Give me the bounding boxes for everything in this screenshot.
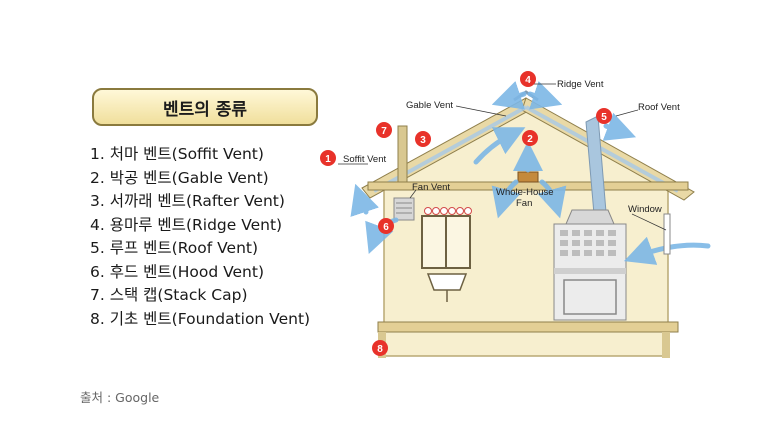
label-soffit-vent: Soffit Vent xyxy=(343,154,386,165)
list-item: 4. 용마루 벤트(Ridge Vent) xyxy=(90,215,283,234)
svg-text:2: 2 xyxy=(527,134,533,145)
badge-6: 6 xyxy=(378,218,394,234)
svg-text:1: 1 xyxy=(325,154,331,165)
label-whole-house-fan-2: Fan xyxy=(516,198,532,209)
list-item: 3. 서까래 벤트(Rafter Vent) xyxy=(90,192,285,210)
badge-8: 8 xyxy=(372,340,388,356)
list-item: 1. 처마 벤트(Soffit Vent) xyxy=(90,145,264,163)
house-ventilation-diagram: Ridge Vent Gable Vent Roof Vent Soffit V… xyxy=(320,71,711,358)
list-item: 7. 스택 캡(Stack Cap) xyxy=(90,286,248,304)
list-item: 5. 루프 벤트(Roof Vent) xyxy=(90,239,259,257)
svg-text:7: 7 xyxy=(381,126,387,137)
stove-grill xyxy=(560,230,616,256)
list-item: 2. 박공 벤트(Gable Vent) xyxy=(90,168,269,187)
exterior-window xyxy=(663,213,671,255)
svg-text:8: 8 xyxy=(377,344,383,355)
whole-house-fan xyxy=(517,171,539,183)
section-title: 벤트의 종류 xyxy=(92,88,318,126)
vent-type-list: 1. 처마 벤트(Soffit Vent) 2. 박공 벤트(Gable Ven… xyxy=(90,143,310,331)
tile-strip xyxy=(424,207,472,215)
badge-1: 1 xyxy=(320,150,336,166)
sink xyxy=(426,273,468,291)
stack-pipe xyxy=(397,125,408,183)
floor-joist xyxy=(377,321,679,333)
badge-3: 3 xyxy=(415,131,431,147)
label-window: Window xyxy=(628,204,662,215)
list-item: 8. 기초 벤트(Foundation Vent) xyxy=(90,309,311,328)
list-item: 6. 후드 벤트(Hood Vent) xyxy=(90,262,265,281)
badge-4: 4 xyxy=(520,71,536,87)
badge-7: 7 xyxy=(376,122,392,138)
source-caption: 출처 : Google xyxy=(80,390,160,405)
svg-text:4: 4 xyxy=(525,75,531,86)
range-hood xyxy=(565,209,615,225)
svg-text:3: 3 xyxy=(420,135,426,146)
label-roof-vent: Roof Vent xyxy=(638,102,680,113)
svg-text:5: 5 xyxy=(601,112,607,123)
svg-text:6: 6 xyxy=(383,222,389,233)
fan-vent-box xyxy=(393,197,415,221)
badge-2: 2 xyxy=(522,130,538,146)
label-gable-vent: Gable Vent xyxy=(406,100,453,111)
badge-5: 5 xyxy=(596,108,612,124)
label-fan-vent: Fan Vent xyxy=(412,182,450,193)
label-ridge-vent: Ridge Vent xyxy=(557,79,604,90)
oven-door xyxy=(563,279,617,315)
label-whole-house-fan-1: Whole-House xyxy=(496,187,554,198)
